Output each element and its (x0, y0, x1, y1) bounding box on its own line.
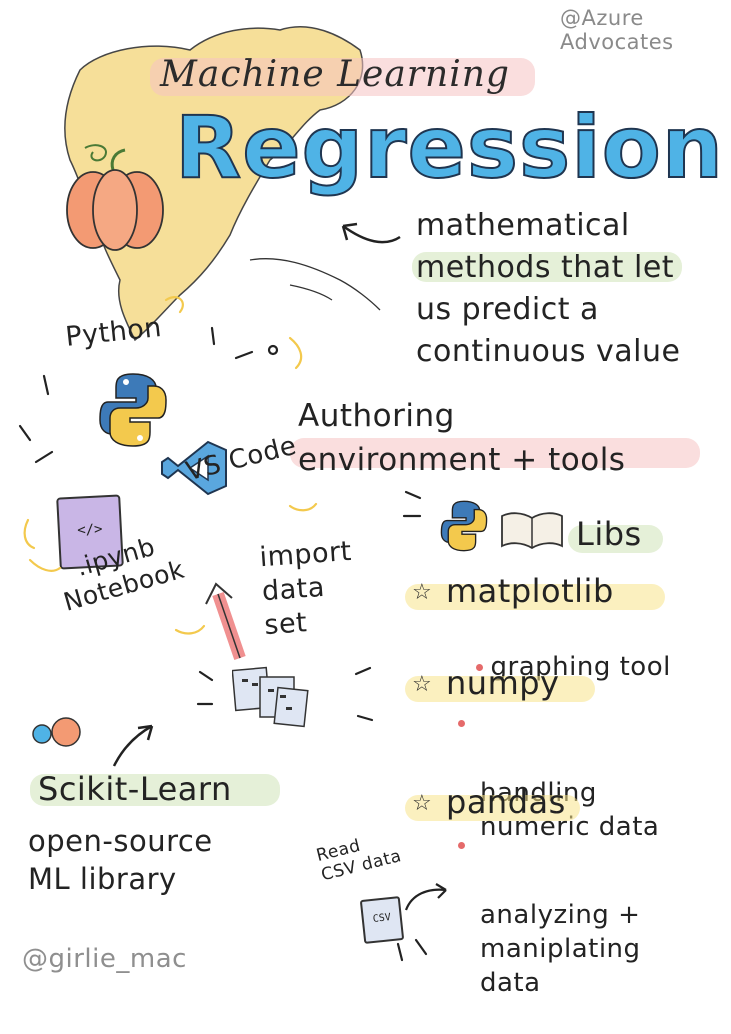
star-icon: ☆ (412, 580, 432, 605)
credit-azure-advocates: @Azure Advocates (560, 6, 674, 54)
decorative-doodles (18, 296, 428, 962)
lib-name-matplotlib: matplotlib (446, 572, 614, 610)
star-icon: ☆ (412, 672, 432, 697)
vscode-logo-icon (161, 440, 227, 496)
bullet-dot (458, 842, 465, 849)
dataset-icon (232, 666, 309, 728)
lib-name-pandas: pandas (446, 783, 566, 821)
open-book-icon (501, 512, 563, 550)
libs-heading: Libs (576, 515, 642, 553)
bullet-dot (475, 664, 483, 671)
credit-girlie-mac: @girlie_mac (22, 944, 187, 974)
title-subtitle: Machine Learning (160, 54, 510, 95)
bullet-dot (458, 720, 465, 727)
libs-python-logo-icon (440, 500, 488, 552)
star-icon: ☆ (412, 791, 432, 816)
arrow-icon (112, 724, 154, 767)
python-logo-icon (99, 373, 167, 447)
scikit-learn-logo-icon (32, 717, 81, 747)
scikit-learn-name: Scikit-Learn (38, 770, 232, 808)
authoring-heading: Authoring environment + tools (298, 398, 626, 478)
arrow-icon (341, 222, 401, 244)
lib-name-numpy: numpy (446, 664, 560, 702)
title-main: Regression (174, 97, 725, 199)
regression-definition: mathematical methods that let us predict… (416, 208, 681, 369)
scikit-learn-description: open-source ML library (28, 824, 213, 896)
pumpkin-icon (66, 144, 164, 251)
arrow-icon (404, 883, 447, 911)
import-arrow-icon (205, 582, 246, 660)
